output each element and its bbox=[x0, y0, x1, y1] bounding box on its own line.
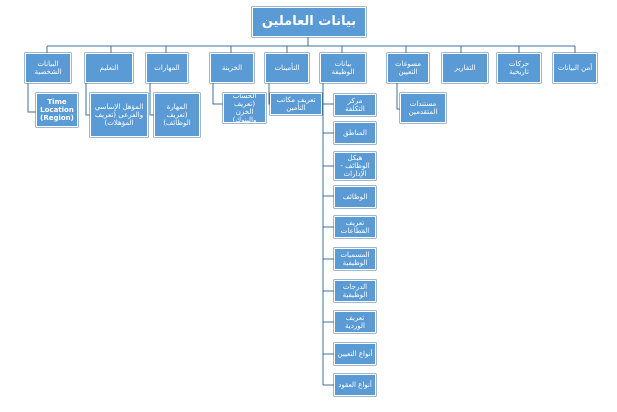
child-job-regions: المناطق bbox=[334, 122, 376, 144]
child-job-structure: هيكل الوظائف - الإدارات bbox=[334, 152, 376, 180]
node-education: التعليم bbox=[85, 53, 133, 83]
child-skills-skill: المهارة (تعريف الوظائف) bbox=[154, 93, 200, 137]
node-appointment: مسوغات التعيين bbox=[387, 53, 429, 83]
child-job-appointment-types: أنواع التعيين bbox=[334, 343, 376, 365]
root-node: بيانات العاملين bbox=[252, 7, 366, 37]
child-insurance-offices: تعريف مكاتب التأمين bbox=[270, 93, 322, 115]
node-personal: البيانات الشخصية bbox=[25, 53, 71, 83]
child-job-grades: الدرجات الوظيفية bbox=[334, 280, 376, 302]
node-skills: المهارات bbox=[146, 53, 188, 83]
child-appointment-documents: مستندات المتقدمين bbox=[400, 93, 446, 123]
node-treasury: الخزينة bbox=[210, 53, 254, 83]
child-job-positions: الوظائف bbox=[334, 186, 376, 208]
child-treasury-account: الحساب (تعريف الخزن والبنوك) bbox=[223, 93, 266, 123]
child-job-cost-center: مركز التكلفة bbox=[334, 94, 376, 116]
node-job-data: بيانات الوظيفة bbox=[320, 53, 366, 83]
child-job-contract-types: أنواع العقود bbox=[334, 374, 376, 396]
node-insurance: التأمينات bbox=[265, 53, 309, 83]
node-security: أمن البيانات bbox=[553, 53, 597, 83]
child-job-shifts: تعريف الوردية bbox=[334, 311, 376, 333]
child-personal-time-location: Time Location (Region) bbox=[36, 93, 78, 127]
node-history: حركات تاريخية bbox=[497, 53, 541, 83]
child-job-sectors: تعريف القطاعات bbox=[334, 216, 376, 238]
child-job-titles: المسميات الوظيفية bbox=[334, 248, 376, 270]
child-education-qualification: المؤهل الإساسي والفرعى (تعريف المؤهلات) bbox=[90, 93, 148, 137]
node-reports: التقارير bbox=[442, 53, 488, 83]
